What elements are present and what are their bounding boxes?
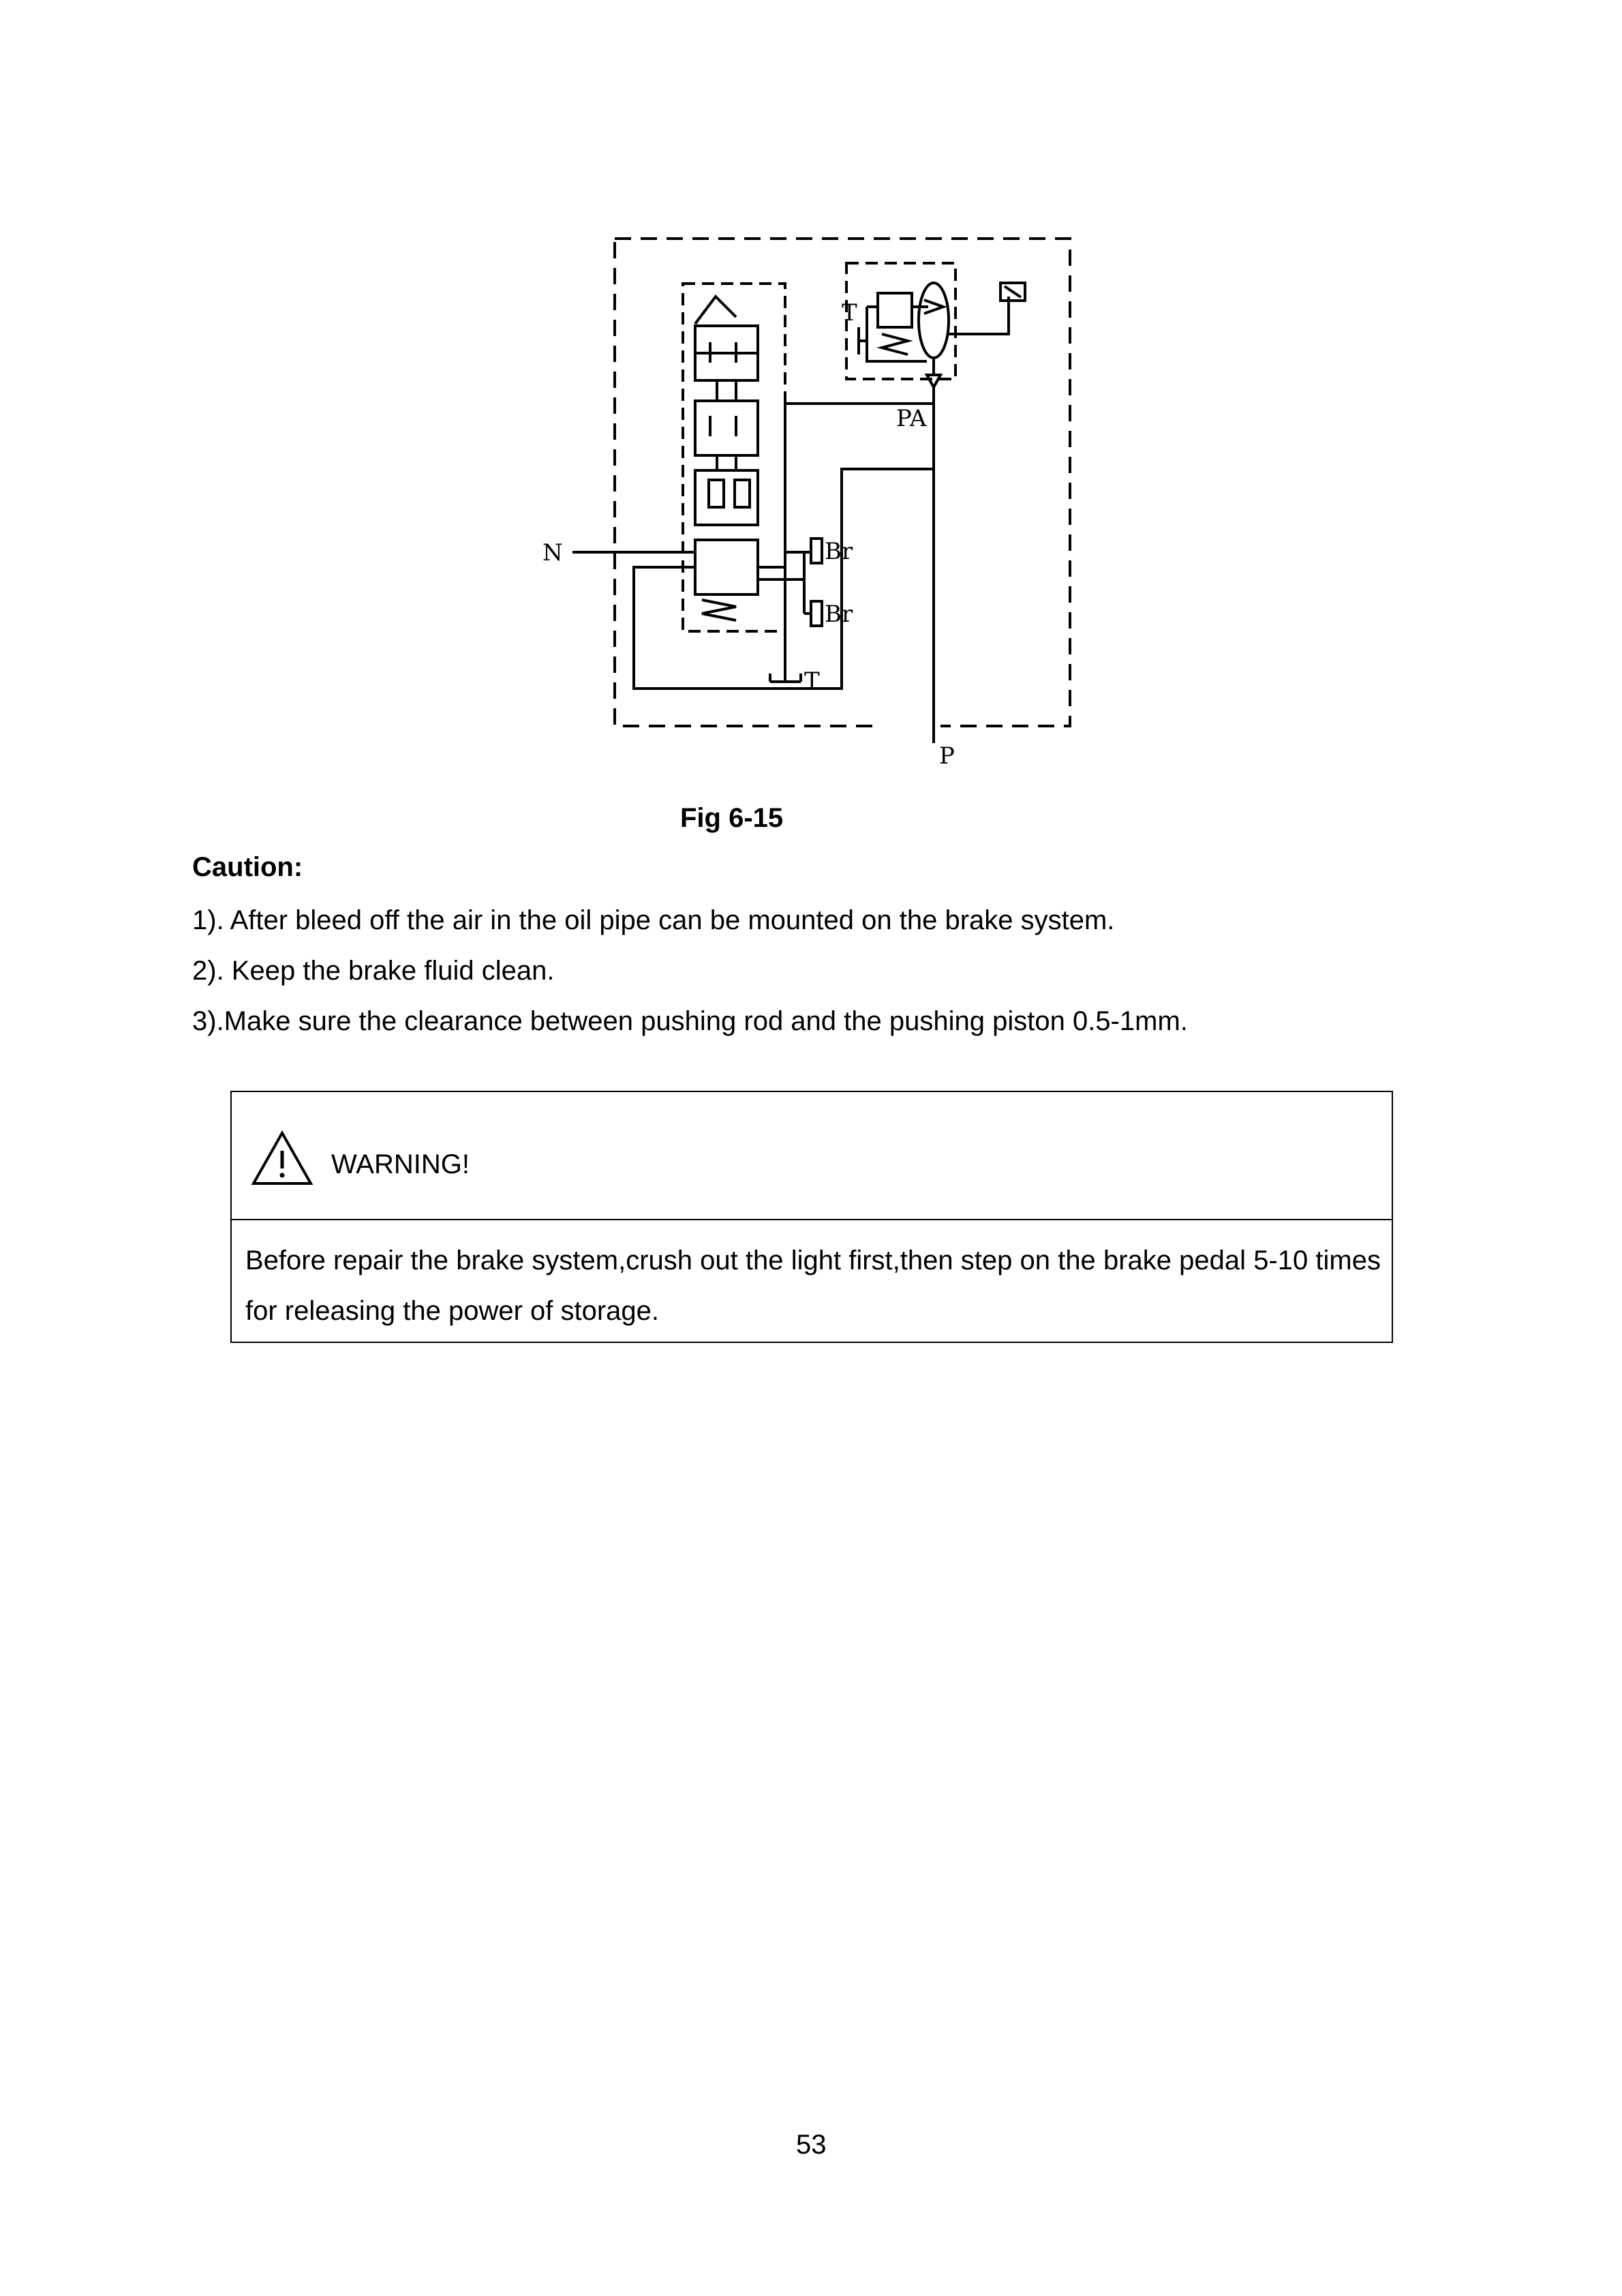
warning-title: WARNING!	[331, 1149, 470, 1179]
pressure-switch	[999, 282, 1026, 302]
hydraulic-brake-diagram: N T PA Br Br T P	[542, 237, 1071, 770]
caution-item-2: 2). Keep the brake fluid clean.	[192, 956, 555, 986]
label-br-1: Br	[825, 538, 853, 565]
accumulator-pressure-line	[784, 402, 934, 552]
label-br-2: Br	[825, 601, 853, 628]
warning-triangle-icon	[251, 1130, 313, 1185]
label-n: N	[542, 539, 563, 567]
brake-outlet-lines	[758, 551, 806, 614]
valve-section-4	[694, 539, 759, 596]
pedal-lever	[694, 294, 737, 325]
caution-item-1: 1). After bleed off the air in the oil p…	[192, 905, 1115, 935]
return-loop-line	[632, 468, 934, 690]
label-pa: PA	[896, 405, 927, 432]
caution-item-3: 3).Make sure the clearance between pushi…	[192, 1006, 1188, 1036]
page-number: 53	[796, 2130, 827, 2160]
accumulator-dashed-box	[845, 262, 957, 380]
label-t-top: T	[842, 299, 857, 327]
valve-section-3	[694, 469, 759, 526]
check-valve	[924, 374, 943, 391]
figure-caption: Fig 6-15	[680, 803, 784, 833]
label-p: P	[939, 742, 955, 770]
relief-valve	[876, 292, 913, 329]
label-t-bottom: T	[804, 667, 820, 695]
tank-line-bottom	[769, 579, 802, 683]
accumulator-bladder	[917, 282, 950, 359]
valve-return-spring	[701, 599, 737, 622]
warning-body: Before repair the brake system,crush out…	[245, 1245, 1381, 1326]
outer-dashed-boundary	[613, 237, 1071, 727]
warning-box: WARNING! Before repair the brake system,…	[230, 1091, 1393, 1343]
caution-title: Caution:	[192, 852, 303, 882]
warning-header: WARNING!	[232, 1092, 1392, 1220]
valve-section-2	[694, 399, 759, 457]
